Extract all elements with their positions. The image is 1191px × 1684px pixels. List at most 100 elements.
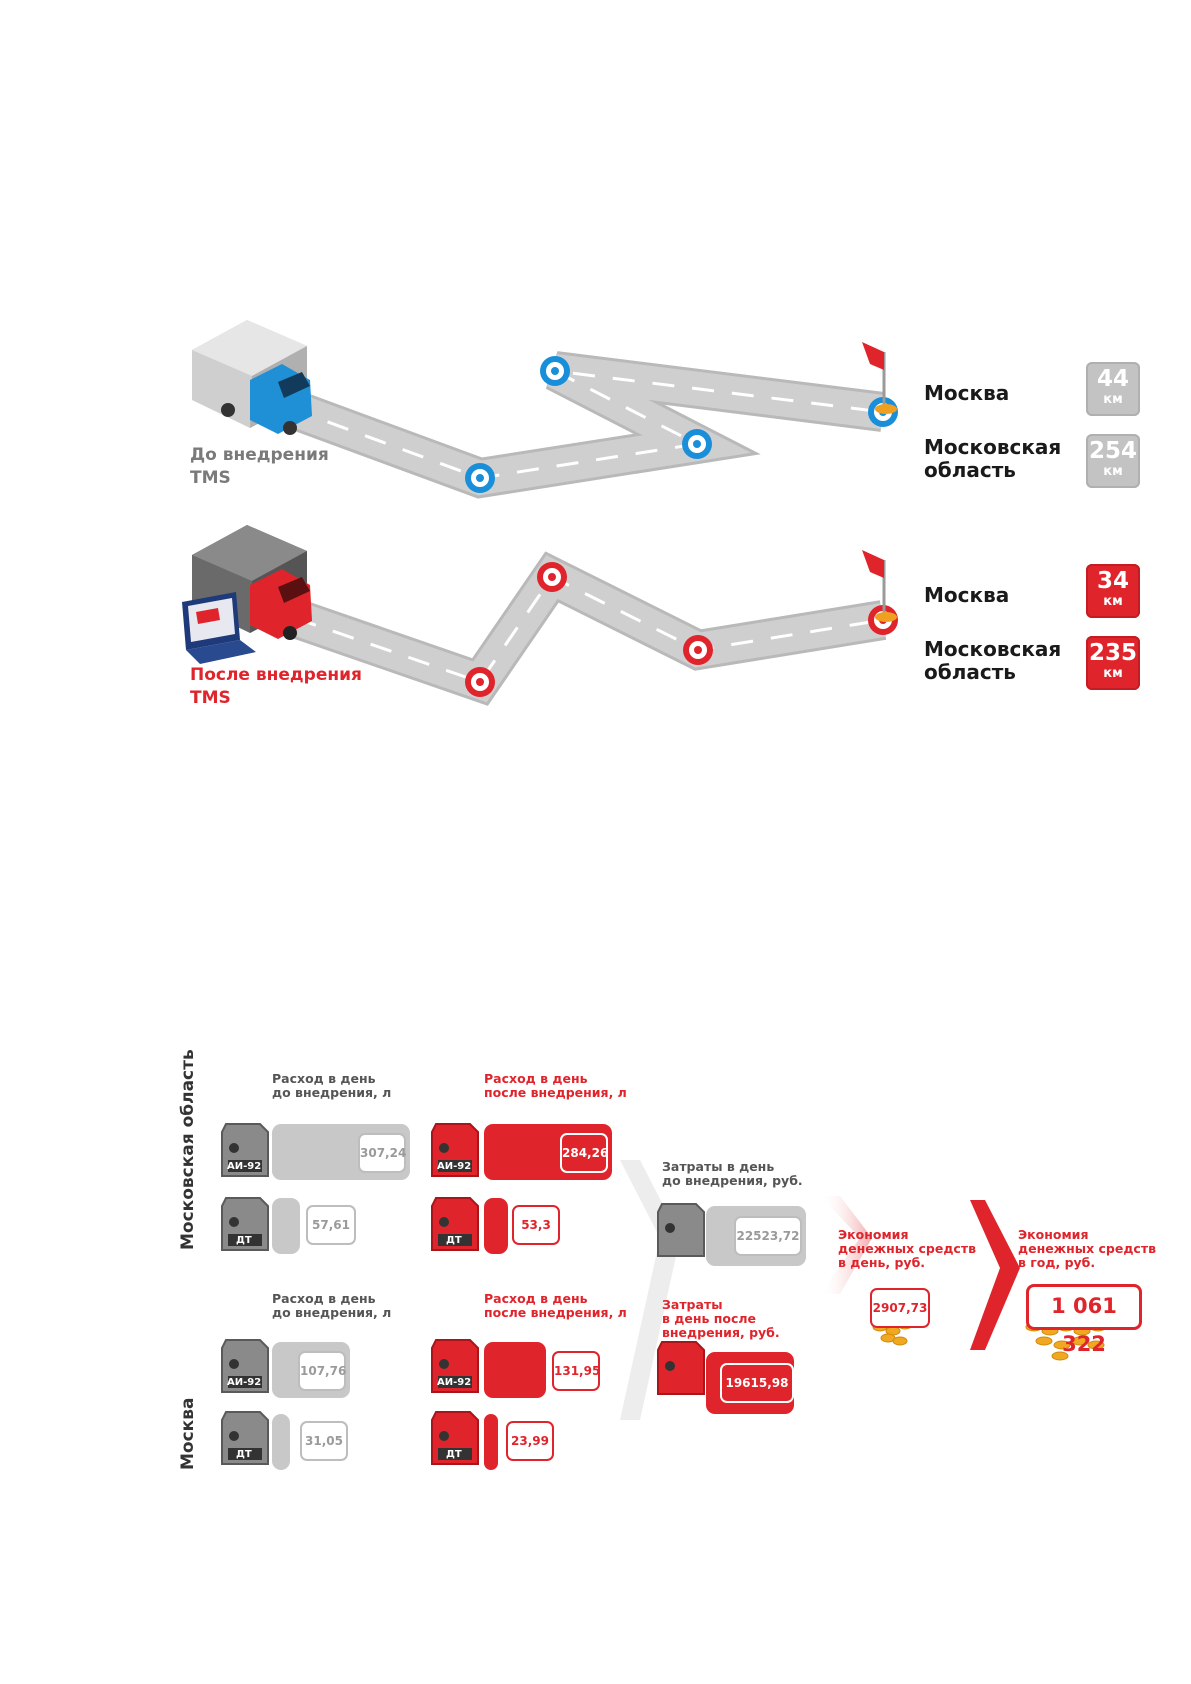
region-label-oblast: Московская область (178, 1049, 198, 1250)
caption-line: TMS (190, 688, 231, 708)
label-line: до внедрения, л (272, 1085, 392, 1100)
km-badge-moscow-before: 44 км (1086, 362, 1140, 416)
arrow-shape (970, 1200, 1020, 1350)
value-costs-before: 22523,72 (734, 1216, 802, 1256)
route-before-caption: До внедрения TMS (190, 444, 329, 490)
city-line: область (924, 660, 1016, 684)
can-label-dt: ДТ (446, 1449, 462, 1460)
label-line: Расход в день (272, 1071, 376, 1086)
city-moscow-after: Москва (924, 583, 1010, 607)
fuel-can-icon (431, 1123, 479, 1177)
label-line: до внедрения, руб. (662, 1173, 803, 1188)
can-label-dt: ДТ (236, 1235, 252, 1246)
costs-after-label: Затраты в день после внедрения, руб. (662, 1298, 780, 1340)
km-value: 235 (1088, 640, 1137, 666)
km-unit: км (1103, 594, 1123, 609)
can-label-dt: ДТ (446, 1235, 462, 1246)
value-costs-after: 19615,98 (720, 1363, 794, 1403)
label-line: Экономия (1018, 1227, 1089, 1242)
fuel-can-icon (221, 1411, 269, 1465)
waypoint-marker (683, 635, 713, 665)
region-label-moscow: Москва (178, 1397, 198, 1470)
value-oblast-ai92-before: 307,24 (358, 1133, 406, 1173)
label-line: в день после (662, 1311, 756, 1326)
can-label-ai92: АИ-92 (227, 1161, 262, 1172)
label-line: Экономия (838, 1227, 909, 1242)
km-value: 44 (1096, 366, 1129, 392)
route-after-caption: После внедрения TMS (190, 664, 362, 710)
km-badge-oblast-after: 235 км (1086, 636, 1140, 690)
city-line: область (924, 458, 1016, 482)
laptop-icon (182, 592, 256, 664)
value-moscow-dt-after: 23,99 (506, 1421, 554, 1461)
label-line: внедрения, руб. (662, 1325, 780, 1340)
arrow-shape (820, 1196, 872, 1294)
label-line: после внедрения, л (484, 1305, 627, 1320)
km-badge-moscow-after: 34 км (1086, 564, 1140, 618)
label-line: в год, руб. (1018, 1255, 1096, 1270)
oblast-before-label: Расход в день до внедрения, л (272, 1072, 391, 1100)
savings-year-label: Экономия денежных средств в год, руб. (1018, 1228, 1156, 1270)
oblast-after-label: Расход в день после внедрения, л (484, 1072, 627, 1100)
flag-icon (862, 342, 897, 414)
waypoint-marker (537, 562, 567, 592)
city-oblast-after: Московская область (924, 638, 1061, 684)
km-unit: км (1103, 464, 1123, 479)
can-label-ai92: АИ-92 (437, 1377, 472, 1388)
fuel-can-icon (431, 1339, 479, 1393)
label-line: Расход в день (484, 1291, 588, 1306)
label-line: Расход в день (484, 1071, 588, 1086)
km-value: 34 (1096, 568, 1129, 594)
caption-line: После внедрения (190, 665, 362, 685)
km-value: 254 (1088, 438, 1137, 464)
label-line: Затраты в день (662, 1159, 775, 1174)
label-line: до внедрения, л (272, 1305, 392, 1320)
fuel-can-icon (657, 1341, 705, 1395)
can-label-dt: ДТ (236, 1449, 252, 1460)
fuel-can-icon (431, 1411, 479, 1465)
value-oblast-dt-after: 53,3 (512, 1205, 560, 1245)
truck-blue-icon (192, 320, 312, 435)
value-moscow-ai92-after: 131,95 (552, 1351, 600, 1391)
label-line: в день, руб. (838, 1255, 926, 1270)
km-badge-oblast-before: 254 км (1086, 434, 1140, 488)
city-moscow-before: Москва (924, 381, 1010, 405)
waypoint-marker (682, 429, 712, 459)
caption-line: До внедрения (190, 445, 329, 465)
km-unit: км (1103, 392, 1123, 407)
label-line: денежных средств (1018, 1241, 1156, 1256)
value-oblast-ai92-after: 284,26 (560, 1133, 608, 1173)
value-moscow-ai92-before: 107,76 (298, 1351, 346, 1391)
value-savings-day: 2907,73 (870, 1288, 930, 1328)
moscow-before-label: Расход в день до внедрения, л (272, 1292, 391, 1320)
waypoint-marker (540, 356, 570, 386)
label-line: Затраты (662, 1297, 723, 1312)
bar-moscow-dt-after (484, 1414, 498, 1470)
flag-icon (862, 550, 897, 622)
km-unit: км (1103, 666, 1123, 681)
bar-oblast-dt-after (484, 1198, 508, 1254)
waypoint-marker (465, 463, 495, 493)
label-line: после внедрения, л (484, 1085, 627, 1100)
waypoint-marker (465, 667, 495, 697)
city-line: Московская (924, 637, 1062, 661)
moscow-after-label: Расход в день после внедрения, л (484, 1292, 627, 1320)
city-line: Московская (924, 435, 1062, 459)
value-oblast-dt-before: 57,61 (306, 1205, 356, 1245)
can-label-ai92: АИ-92 (227, 1377, 262, 1388)
city-oblast-before: Московская область (924, 436, 1061, 482)
fuel-can-icon (431, 1197, 479, 1251)
costs-before-label: Затраты в день до внедрения, руб. (662, 1160, 803, 1188)
fuel-can-icon (221, 1123, 269, 1177)
label-line: денежных средств (838, 1241, 976, 1256)
bar-moscow-ai92-after (484, 1342, 546, 1398)
bar-moscow-dt-before (272, 1414, 290, 1470)
caption-line: TMS (190, 468, 231, 488)
label-line: Расход в день (272, 1291, 376, 1306)
fuel-can-icon (657, 1203, 705, 1257)
can-label-ai92: АИ-92 (437, 1161, 472, 1172)
value-moscow-dt-before: 31,05 (300, 1421, 348, 1461)
bar-oblast-dt-before (272, 1198, 300, 1254)
